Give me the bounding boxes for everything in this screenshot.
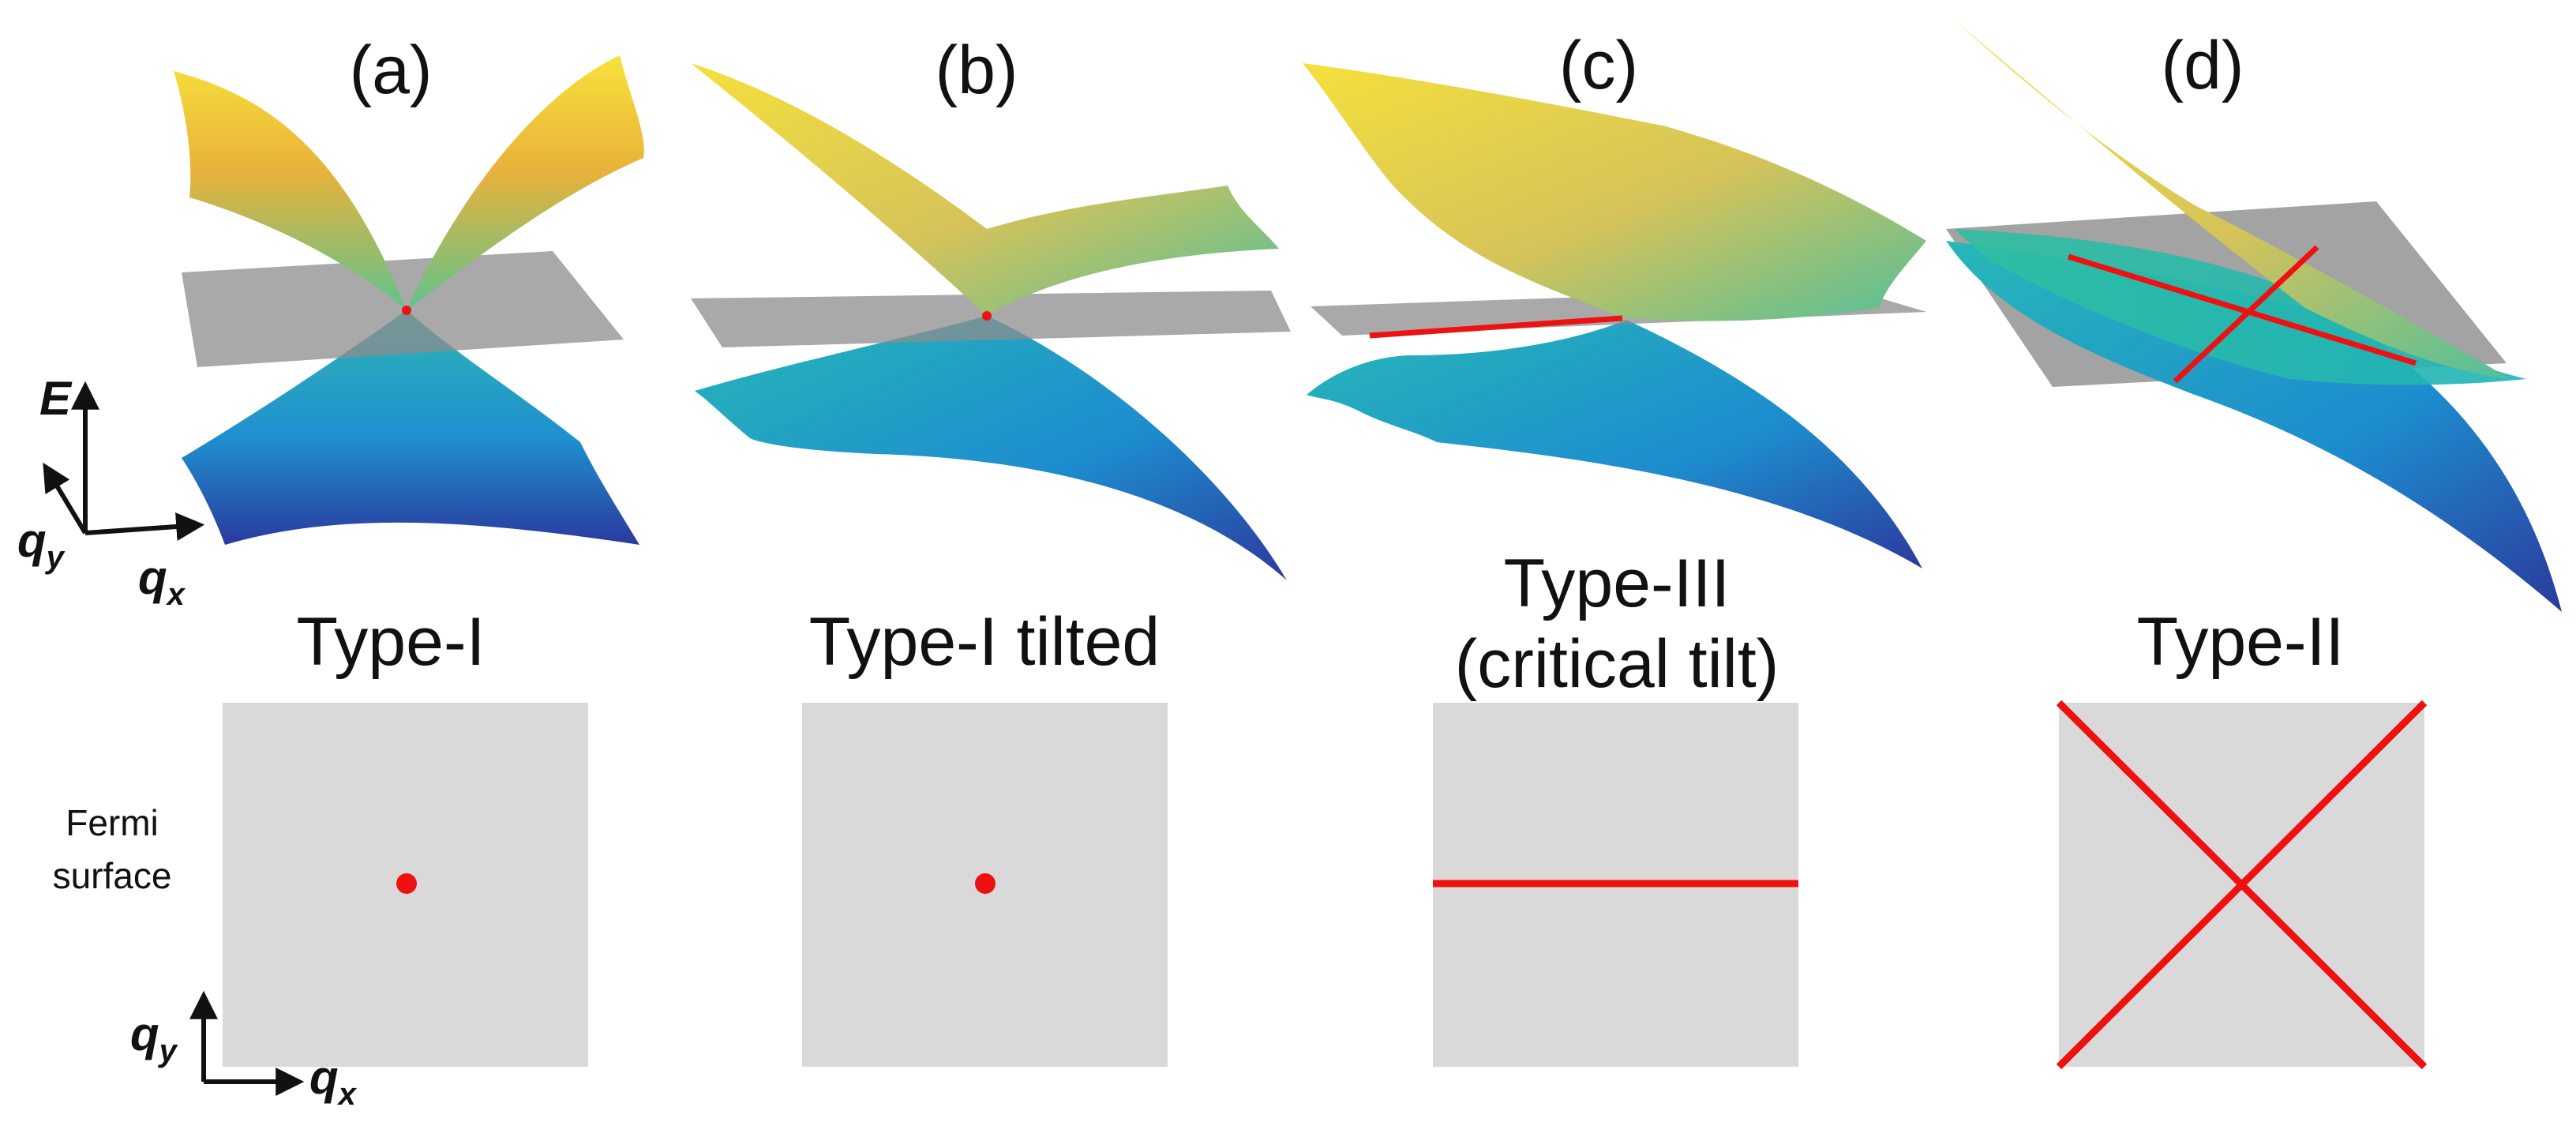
panel-c-lower-band — [1307, 320, 1922, 569]
fermi-surface-a — [223, 703, 588, 1067]
panel-b-lower-band — [695, 316, 1287, 580]
type-label-c-line1: Type-III — [1504, 546, 1730, 621]
panel-d-label: (d) — [2161, 28, 2244, 103]
type-label-b: Type-I tilted — [809, 604, 1161, 680]
panel-a-lower-band — [182, 310, 639, 545]
panel-d-node-line-1 — [2067, 253, 2417, 366]
fermi-surface-c — [1433, 703, 1798, 1067]
panel-b-dirac-point — [982, 311, 992, 321]
panel-a-upper-band — [174, 55, 644, 310]
panel-d-node-line-2 — [2173, 245, 2319, 384]
panel-c: (c) — [1303, 28, 1926, 569]
axis2d-qy-label: qy — [130, 1008, 178, 1068]
type-label-d: Type-II — [2137, 604, 2345, 680]
panel-c-upper-band — [1303, 63, 1926, 321]
panel-c-label: (c) — [1559, 28, 1638, 103]
panel-b: (b) — [691, 32, 1291, 580]
type-label-a: Type-I — [297, 604, 486, 680]
fermi-surface-d — [2056, 700, 2428, 1070]
fermi-surface-b — [802, 703, 1168, 1067]
panel-a-label: (a) — [349, 32, 432, 108]
fermi-label-line2: surface — [53, 855, 172, 896]
axis-qx-arrow — [84, 512, 205, 541]
axis-qy-arrow — [43, 462, 88, 535]
type-label-c-line2: (critical tilt) — [1455, 626, 1779, 702]
axes-3d: E qy qx — [17, 372, 205, 612]
axes-2d: qy qx — [130, 990, 358, 1112]
panel-a: (a) — [174, 32, 644, 545]
axis-qy-label: qy — [17, 514, 66, 575]
fermi-cross-d-2 — [2056, 700, 2428, 1070]
panel-a-dirac-point — [402, 306, 411, 315]
panel-c-node-line — [1369, 315, 1623, 339]
axis-qx-label: qx — [138, 551, 186, 612]
panel-b-label: (b) — [935, 32, 1018, 108]
fermi-point-a — [396, 873, 417, 894]
fermi-point-b — [975, 873, 996, 894]
panel-d: (d) — [1946, 20, 2562, 612]
fermi-label-line1: Fermi — [66, 802, 159, 843]
axis2d-qx-label: qx — [309, 1051, 358, 1112]
axis-e-label: E — [39, 372, 73, 425]
panel-b-plane — [691, 291, 1291, 347]
panel-b-upper-band — [691, 63, 1279, 316]
panel-d-lower-band — [1946, 241, 2562, 612]
